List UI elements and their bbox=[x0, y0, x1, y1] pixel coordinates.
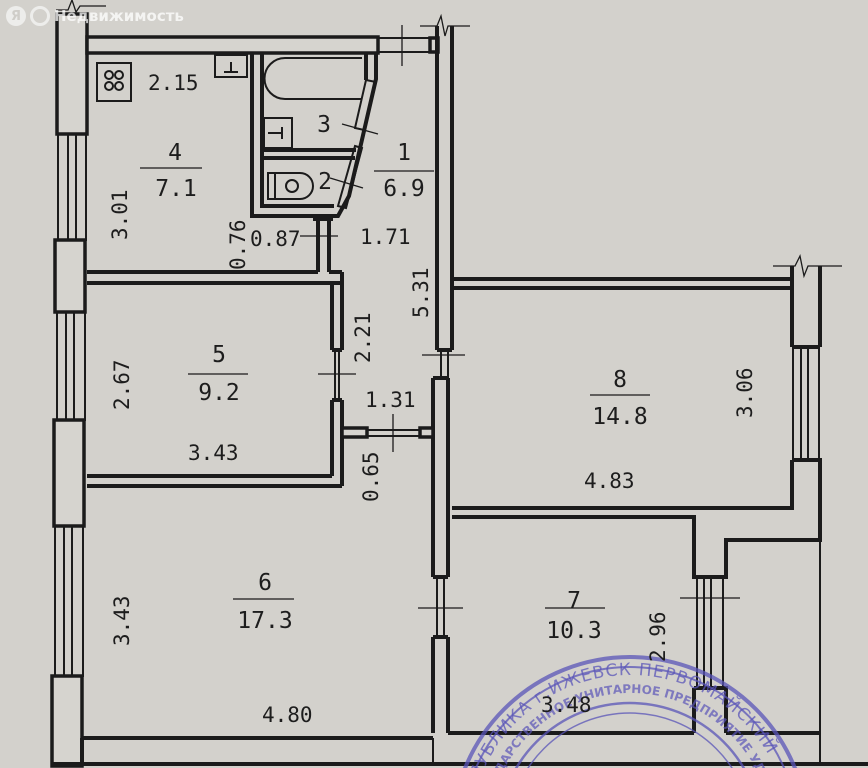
stove-icon bbox=[96, 62, 132, 102]
dim-corridor-gap: 0.65 bbox=[359, 451, 383, 502]
dim-kitchen-side: 3.01 bbox=[108, 189, 132, 240]
dim-room5-side: 2.67 bbox=[110, 359, 134, 410]
dim-hall-width: 1.71 bbox=[360, 225, 411, 249]
room-5-number: 5 bbox=[212, 342, 226, 368]
room-6-area: 17.3 bbox=[237, 608, 292, 634]
corridor-door bbox=[340, 414, 435, 452]
room-2-number: 2 bbox=[318, 169, 332, 195]
bathtub-icon bbox=[263, 57, 362, 100]
dim-corridor-width: 1.31 bbox=[365, 388, 416, 412]
dim-kitchen-door-width: 0.87 bbox=[250, 227, 301, 251]
break-mark-right bbox=[773, 254, 842, 279]
room7-walls bbox=[448, 540, 821, 735]
dim-room5-width: 3.43 bbox=[188, 441, 239, 465]
room-5-area: 9.2 bbox=[198, 380, 240, 406]
left-exterior-wall bbox=[50, 12, 89, 768]
break-mark-top-left bbox=[56, 0, 106, 14]
room-6-number: 6 bbox=[258, 570, 272, 596]
room-1-number: 1 bbox=[397, 140, 411, 166]
bottom-wall bbox=[52, 733, 868, 766]
ring-logo-icon bbox=[30, 6, 50, 26]
room-4-number: 4 bbox=[168, 140, 182, 166]
room-7-area: 10.3 bbox=[546, 618, 601, 644]
kitchen-sink-icon bbox=[214, 54, 248, 78]
top-wall bbox=[85, 35, 380, 55]
dim-room6-width: 4.80 bbox=[262, 703, 313, 727]
room-4-area: 7.1 bbox=[155, 176, 197, 202]
yandex-logo-icon: Я bbox=[6, 6, 26, 26]
sink-icon bbox=[263, 117, 293, 149]
room-3-number: 3 bbox=[317, 112, 331, 138]
dim-kitchen-top: 2.15 bbox=[148, 71, 199, 95]
dim-room5-door: 2.21 bbox=[351, 312, 375, 363]
toilet-icon bbox=[267, 172, 314, 200]
dim-room6-side: 3.43 bbox=[110, 595, 134, 646]
dim-room8-width: 4.83 bbox=[584, 469, 635, 493]
watermark-brand: Недвижимость bbox=[54, 7, 184, 25]
kitchen-bottom-wall bbox=[87, 217, 356, 488]
room-7-number: 7 bbox=[567, 588, 581, 614]
room-1-area: 6.9 bbox=[383, 176, 425, 202]
room-8-area: 14.8 bbox=[592, 404, 647, 430]
central-wall bbox=[418, 26, 465, 733]
yandex-realty-watermark: Я Недвижимость bbox=[6, 6, 184, 26]
dim-room8-side: 3.06 bbox=[733, 367, 757, 418]
room8-walls bbox=[452, 254, 842, 579]
dim-room7-side: 2.96 bbox=[646, 611, 670, 662]
dim-room7-width: 3.48 bbox=[541, 693, 592, 717]
room-8-number: 8 bbox=[613, 367, 627, 393]
dim-kitchen-door-gap: 0.76 bbox=[226, 219, 250, 270]
bathroom-block bbox=[250, 53, 379, 218]
dim-hall-length: 5.31 bbox=[409, 267, 433, 318]
